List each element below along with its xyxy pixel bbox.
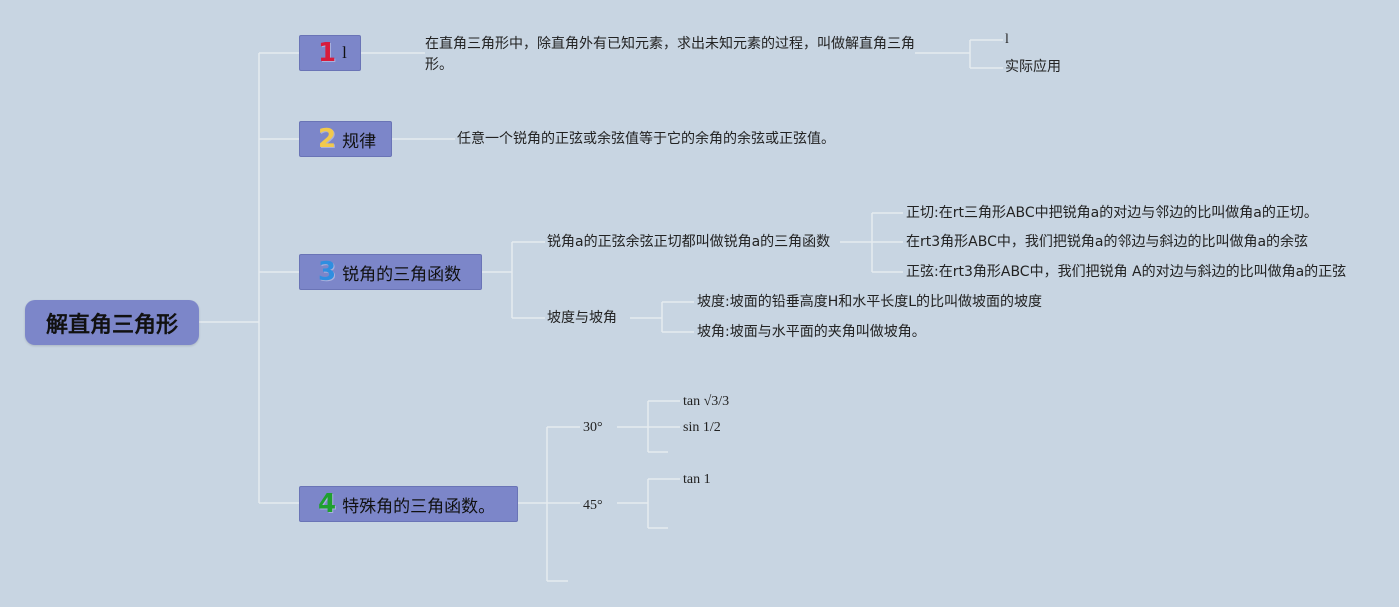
root-node[interactable]: 解直角三角形 xyxy=(25,300,199,345)
number-4-badge: 4 xyxy=(318,489,337,519)
child-practical-application: 实际应用 xyxy=(1005,59,1061,75)
trig-function-definition: 锐角a的正弦余弦正切都叫做锐角a的三角函数 xyxy=(547,234,831,250)
slope-node-label: 坡度与坡角 xyxy=(547,310,617,326)
angle-45-label: 45° xyxy=(583,498,603,513)
number-2-badge: 2 xyxy=(318,124,337,154)
number-3-badge: 3 xyxy=(318,257,337,287)
sin-30-value: sin 1/2 xyxy=(683,420,721,435)
definition-text: 在直角三角形中，除直角外有已知元素，求出未知元素的过程，叫做解直角三角形。 xyxy=(425,36,915,73)
branch-1-node[interactable]: 1 l xyxy=(299,35,361,71)
root-label: 解直角三角形 xyxy=(45,312,178,338)
branch-4-node[interactable]: 4 特殊角的三角函数。 xyxy=(299,486,518,522)
angle-30-label: 30° xyxy=(583,420,603,435)
cosine-definition: 在rt3角形ABC中，我们把锐角a的邻边与斜边的比叫做角a的余弦 xyxy=(906,234,1309,250)
branch-2-label: 规律 xyxy=(342,131,377,152)
slope-ratio-definition: 坡度:坡面的铅垂高度H和水平长度L的比叫做坡面的坡度 xyxy=(697,294,1043,310)
number-1-badge: 1 xyxy=(318,38,337,68)
child-l: l xyxy=(1005,32,1009,47)
branch-1-label: l xyxy=(342,43,347,62)
branch-3-node[interactable]: 3 锐角的三角函数 xyxy=(299,254,482,290)
tan-45-value: tan 1 xyxy=(683,472,711,487)
branch-4-label: 特殊角的三角函数。 xyxy=(342,496,496,517)
branch-2-node[interactable]: 2 规律 xyxy=(299,121,392,157)
sine-definition: 正弦:在rt3角形ABC中，我们把锐角 A的对边与斜边的比叫做角a的正弦 xyxy=(906,264,1347,280)
tangent-definition: 正切:在rt三角形ABC中把锐角a的对边与邻边的比叫做角a的正切。 xyxy=(906,205,1318,221)
branch-3-label: 锐角的三角函数 xyxy=(342,264,462,285)
slope-angle-definition: 坡角:坡面与水平面的夹角叫做坡角。 xyxy=(697,324,926,340)
rule-text: 任意一个锐角的正弦或余弦值等于它的余角的余弦或正弦值。 xyxy=(457,131,835,147)
tan-30-value: tan √3/3 xyxy=(683,394,730,409)
